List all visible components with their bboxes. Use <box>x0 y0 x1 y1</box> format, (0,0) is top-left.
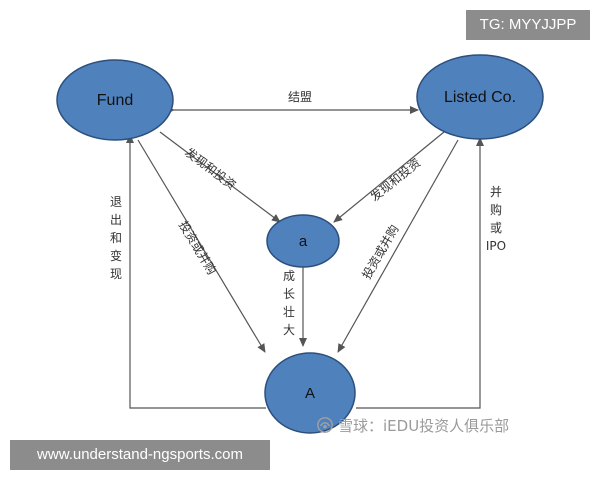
edge-A-to-listed <box>356 137 484 409</box>
node-listed <box>416 54 544 140</box>
label-ipo-char: 购 <box>490 202 502 217</box>
snowball-logo-icon <box>317 417 333 433</box>
source-watermark: 雪球：iEDU投资人俱乐部 <box>316 414 509 436</box>
label-grow-char: 壮 <box>283 305 295 319</box>
label-exit-char: 变 <box>110 248 122 263</box>
node-fund <box>56 59 174 141</box>
node-big-a-label: A <box>305 385 315 402</box>
label-exit-char: 和 <box>110 231 122 245</box>
node-big-a <box>264 352 356 434</box>
label-exit-char: 退 <box>110 195 122 209</box>
label-ipo-char: 或 <box>490 221 502 235</box>
label-ipo-char: 并 <box>490 185 502 199</box>
label-grow-char: 长 <box>283 287 295 301</box>
contact-tag: TG: MYYJJPP <box>466 10 590 40</box>
label-grow-char: 成 <box>283 269 295 283</box>
label-invest-left: 投资或并购 <box>176 218 220 277</box>
label-discover-right: 发现和投资 <box>367 155 423 204</box>
node-fund-label: Fund <box>97 92 133 109</box>
edge-listed-to-a <box>333 131 445 223</box>
watermark-text: 雪球：iEDU投资人俱乐部 <box>338 416 510 435</box>
label-discover-left: 发现和投资 <box>182 144 239 192</box>
website-url-banner[interactable]: www.understand-ngsports.com <box>10 440 270 470</box>
node-small-a <box>266 214 340 268</box>
node-small-a-label: a <box>299 233 308 250</box>
node-listed-label: Listed Co. <box>444 89 516 106</box>
label-exit-char: 出 <box>110 213 122 227</box>
edge-fund-to-A <box>137 139 266 353</box>
label-grow-char: 大 <box>283 323 295 337</box>
label-exit-char: 现 <box>110 267 122 281</box>
label-ipo-char: IPO <box>486 239 506 253</box>
edge-fund-to-a <box>159 131 281 223</box>
edge-listed-to-A <box>337 139 459 353</box>
edge-A-to-fund <box>126 134 266 409</box>
label-alliance: 结盟 <box>288 90 312 104</box>
